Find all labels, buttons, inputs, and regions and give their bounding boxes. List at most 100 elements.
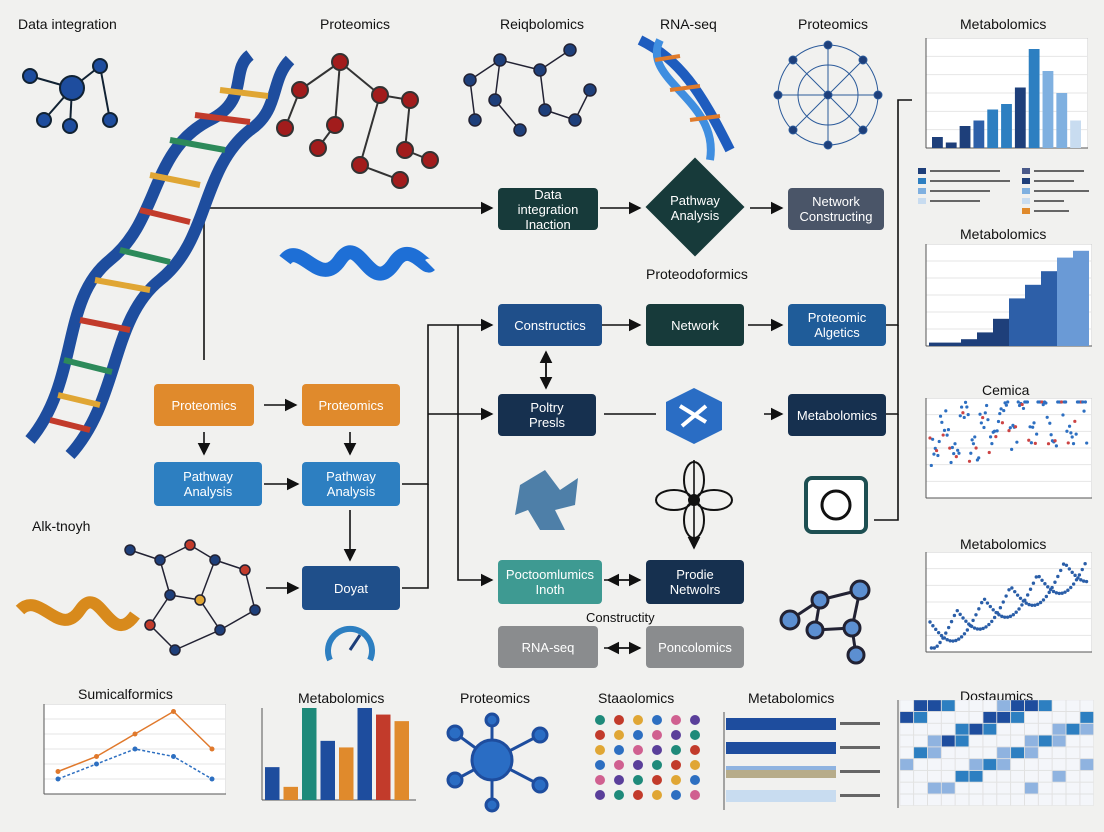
data-point [972,626,977,630]
data-point [1077,573,1082,577]
bar [726,790,836,802]
heatmap-cell [1024,758,1039,771]
data-point [987,450,991,455]
data-point [1067,567,1072,571]
bar [1014,87,1026,148]
heatmap-cell [1038,700,1053,712]
data-point [994,435,998,439]
data-point [934,448,939,453]
heatmap-cell [982,770,997,783]
node-network[interactable]: Network [646,304,744,346]
data-point [1027,602,1031,607]
heatmap-cell [1079,700,1094,712]
data-point [132,746,138,752]
dot [595,715,605,725]
dot [633,760,643,770]
node-metabolomics[interactable]: Metabolomics [788,394,886,436]
data-point [955,608,959,613]
heatmap-cell [955,782,969,794]
dot [652,790,662,800]
node-doyat[interactable]: Doyat [302,566,400,610]
data-point [997,613,1001,617]
data-point [1054,444,1058,448]
data-point [950,445,954,450]
heatmap-cell [955,758,969,771]
node-rna-seq[interactable]: RNA-seq [498,626,598,668]
heatmap-cell [1079,735,1094,747]
data-point [949,619,954,624]
heatmap-cell [1052,735,1066,747]
heatmap-cell [982,794,997,806]
data-point [1067,424,1072,428]
data-point [939,633,944,638]
heatmap-cell [969,794,983,806]
data-point [954,638,958,643]
protein-ribbon-icon [279,245,435,281]
bar [394,721,409,800]
node-constructics[interactable]: Constructics [498,304,602,346]
connector-to-data-integration [203,201,494,360]
data-point [1025,400,1030,404]
heatmap-cell [955,723,969,736]
node-proteomics-1[interactable]: Proteomics [154,384,254,426]
heatmap-cell [996,746,1011,759]
data-point [985,403,989,408]
heatmap-cell [955,746,969,759]
dot [671,775,681,785]
heatmap-cell [927,735,942,747]
heatmap-cell [982,758,997,771]
heatmap-cell [1010,735,1025,747]
dot [690,730,700,740]
bar [987,109,999,148]
data-point [942,636,947,640]
heatmap-cell [1024,782,1039,794]
data-point [986,418,990,422]
data-point [1010,447,1014,452]
data-point [1020,402,1024,407]
proteomics-network-icon [773,40,883,150]
data-point [1004,594,1008,598]
bar [283,786,298,800]
heatmap-cell [927,782,942,794]
bar [961,339,977,346]
dot [595,775,605,785]
dot [690,715,700,725]
dot [652,730,662,740]
node-poncolomics[interactable]: Poncolomics [646,626,744,668]
chart-dostaumics-heatmap [897,700,1094,808]
heatmap-cell [1024,770,1039,783]
data-point [1000,614,1004,619]
heatmap-cell [969,758,983,771]
data-point [936,630,941,635]
heatmap-cell [913,794,928,806]
dot [671,715,681,725]
heatmap-cell [1052,794,1066,806]
bar [945,142,957,148]
data-point [958,612,962,617]
node-line: Inoth [535,582,565,597]
heatmap-cell [1066,794,1080,806]
heatmap-cell [1052,700,1066,712]
network-molecule-icon [463,43,597,137]
heatmap-cell [969,700,983,712]
data-point [929,463,933,468]
bar [929,342,945,346]
heatmap-cell [982,735,997,747]
node-proteomics-2[interactable]: Proteomics [302,384,400,426]
data-point [999,407,1003,411]
label-sumicalformics: Sumicalformics [78,686,173,702]
heatmap-cell [941,746,956,759]
data-point [982,597,987,602]
data-point [1074,432,1078,436]
data-point [1050,585,1054,590]
data-point [1040,578,1044,582]
